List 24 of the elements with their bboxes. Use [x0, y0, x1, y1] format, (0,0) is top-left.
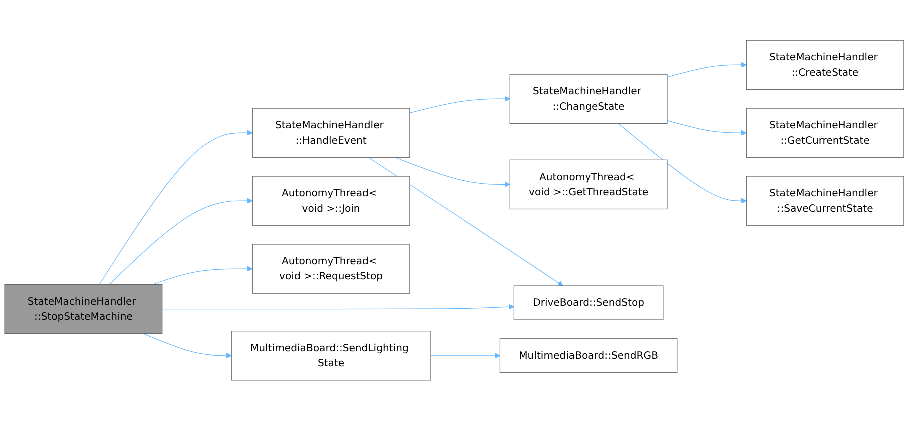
arrow — [667, 62, 747, 78]
arrow — [162, 304, 514, 310]
node-box: StateMachineHandler ::HandleEvent — [252, 108, 410, 158]
node-box: AutonomyThread< void >::RequestStop — [252, 244, 410, 294]
arrow — [368, 157, 564, 286]
arrow — [143, 334, 232, 359]
arrow — [667, 120, 747, 136]
arrow — [394, 157, 510, 188]
node-box: AutonomyThread< void >::Join — [252, 176, 410, 226]
node-box: MultimediaBoard::SendRGB — [500, 338, 678, 374]
arrow — [109, 198, 253, 286]
arrow — [410, 96, 510, 114]
node-box: MultimediaBoard::SendLighting State — [231, 331, 432, 381]
node-box: StateMachineHandler ::ChangeState — [510, 74, 668, 124]
arrow — [618, 123, 747, 204]
node-box: StateMachineHandler ::GetCurrentState — [746, 108, 904, 158]
node-box: StateMachineHandler ::SaveCurrentState — [746, 176, 904, 226]
node-box: StateMachineHandler ::StopStateMachine — [4, 284, 163, 334]
arrow — [152, 266, 253, 286]
node-box: DriveBoard::SendStop — [514, 286, 664, 320]
node-box: AutonomyThread< void >::GetThreadState — [510, 160, 668, 210]
node-box: StateMachineHandler ::CreateState — [746, 40, 904, 90]
arrow — [99, 130, 253, 286]
arrow — [430, 353, 500, 359]
